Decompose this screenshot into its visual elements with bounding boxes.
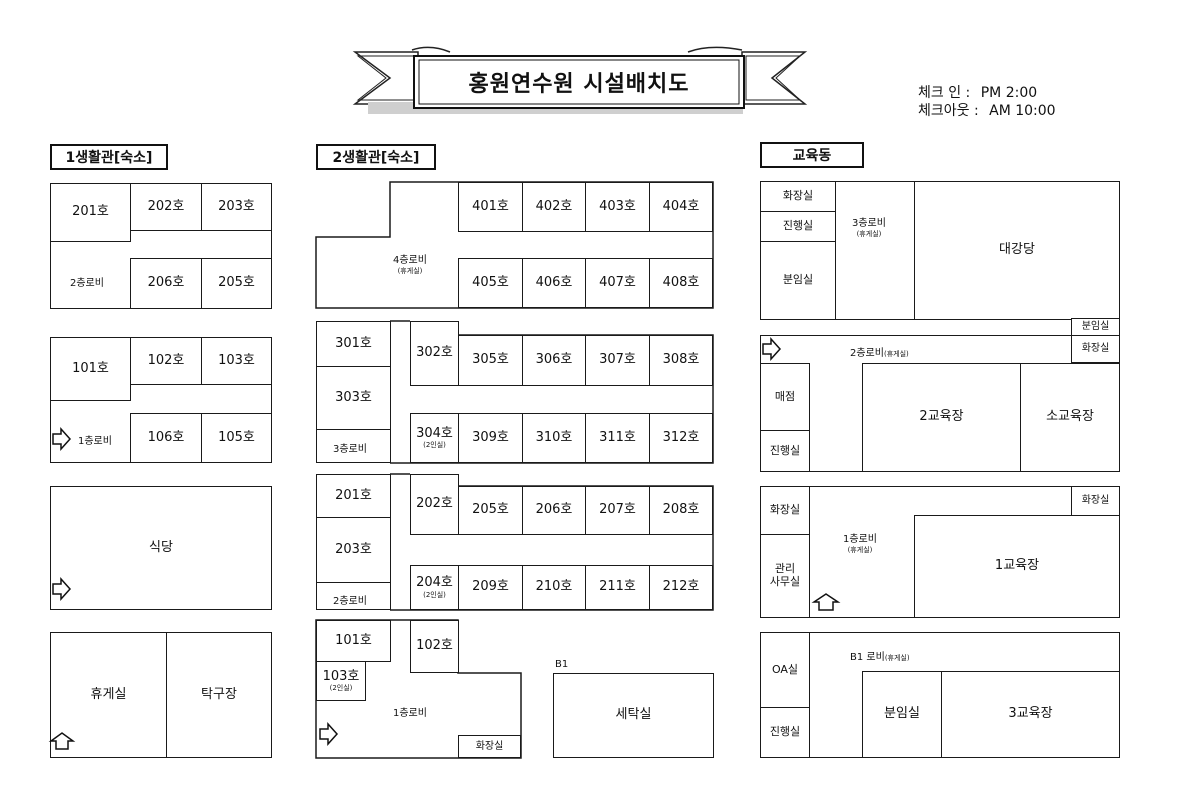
- b2-room-209[interactable]: 209호: [458, 565, 523, 610]
- checkin-info: 체크 인 : PM 2:00 체크아웃 : AM 10:00: [918, 84, 1056, 120]
- b1-billiards[interactable]: 탁구장: [166, 632, 272, 758]
- b2-lobby-4f: 4층로비 (휴게실): [393, 255, 427, 275]
- b2-room-208[interactable]: 208호: [649, 486, 713, 535]
- edu-b1-hall3[interactable]: 3교육장: [941, 671, 1120, 758]
- edu-1f-restroom-right[interactable]: 화장실: [1071, 486, 1120, 516]
- b2-room-312[interactable]: 312호: [649, 413, 713, 463]
- entrance-arrow-icon: [52, 427, 72, 451]
- b1-room-203[interactable]: 203호: [201, 183, 272, 231]
- b2-room-402[interactable]: 402호: [522, 182, 586, 232]
- page-title: 홍원연수원 시설배치도: [468, 72, 690, 97]
- b2-room-103[interactable]: 103호 (2인실): [316, 661, 366, 701]
- b2-room-306[interactable]: 306호: [522, 335, 586, 386]
- b2-room-102[interactable]: 102호: [410, 620, 459, 673]
- b2-room-309[interactable]: 309호: [458, 413, 523, 463]
- edu-2f-store[interactable]: 매점: [760, 363, 810, 431]
- b1-room-206[interactable]: 206호: [130, 258, 202, 309]
- edu-lobby-1f: 1층로비 (휴게실): [843, 534, 877, 554]
- edu-b1-oa-room[interactable]: OA실: [760, 632, 810, 708]
- b1-room-102[interactable]: 102호: [130, 337, 202, 385]
- edu-1f-restroom-left[interactable]: 화장실: [760, 486, 810, 535]
- b2-room-206[interactable]: 206호: [522, 486, 586, 535]
- b1-cafeteria[interactable]: 식당: [50, 486, 272, 610]
- b2-lobby-1f: 1층로비: [393, 708, 427, 719]
- b1-room-101[interactable]: 101호: [50, 337, 131, 401]
- b2-lobby-3f: 3층로비: [333, 444, 367, 455]
- edu-3f-auditorium[interactable]: 대강당: [914, 181, 1120, 320]
- b2-room-308[interactable]: 308호: [649, 335, 713, 386]
- edu-2f-hall2[interactable]: 2교육장: [862, 363, 1021, 472]
- edu-3f-restroom[interactable]: 화장실: [760, 181, 836, 212]
- b1-room-205[interactable]: 205호: [201, 258, 272, 309]
- b1-room-105[interactable]: 105호: [201, 413, 272, 463]
- b1-room-202[interactable]: 202호: [130, 183, 202, 231]
- edu-lobby-b1: B1 로비(휴게실): [850, 652, 910, 663]
- edu-b1-sort-room[interactable]: 분임실: [862, 671, 942, 758]
- b2-lobby-2f: 2층로비: [333, 596, 367, 607]
- b2-room-406[interactable]: 406호: [522, 258, 586, 308]
- building2-title: 2생활관[숙소]: [316, 144, 436, 170]
- b2-room-203[interactable]: 203호: [316, 517, 391, 583]
- edu-2f-staff[interactable]: 진행실: [760, 430, 810, 472]
- b1-room-106[interactable]: 106호: [130, 413, 202, 463]
- b2-room-310[interactable]: 310호: [522, 413, 586, 463]
- b2-room-408[interactable]: 408호: [649, 258, 713, 308]
- b2-room-405[interactable]: 405호: [458, 258, 523, 308]
- entrance-arrow-icon: [319, 722, 339, 746]
- b2-room-401[interactable]: 401호: [458, 182, 523, 232]
- edu-3f-sort-room[interactable]: 분임실: [760, 241, 836, 320]
- entrance-arrow-icon: [762, 337, 782, 361]
- b2-b1-label: B1: [555, 659, 569, 670]
- b1-room-103[interactable]: 103호: [201, 337, 272, 385]
- edu-1f-hall1[interactable]: 1교육장: [914, 515, 1120, 618]
- b2-room-210[interactable]: 210호: [522, 565, 586, 610]
- checkout-time: AM 10:00: [989, 103, 1056, 119]
- b2-room-207[interactable]: 207호: [585, 486, 650, 535]
- entrance-arrow-icon: [52, 577, 72, 601]
- b2-room-307[interactable]: 307호: [585, 335, 650, 386]
- b2-laundry[interactable]: 세탁실: [553, 673, 714, 758]
- b2-room-302[interactable]: 302호: [410, 321, 459, 386]
- b2-room-404[interactable]: 404호: [649, 182, 713, 232]
- b2-room-204[interactable]: 204호 (2인실): [410, 565, 459, 610]
- edu-lobby-3f: 3층로비 (휴게실): [852, 218, 886, 238]
- b2-room-212[interactable]: 212호: [649, 565, 713, 610]
- checkin-label: 체크 인 :: [918, 85, 971, 101]
- checkout-label: 체크아웃 :: [918, 103, 979, 119]
- b1-room-201[interactable]: 201호: [50, 183, 131, 242]
- b2-room-305[interactable]: 305호: [458, 335, 523, 386]
- b2-restroom-1f[interactable]: 화장실: [458, 735, 521, 758]
- education-title: 교육동: [760, 142, 864, 168]
- b2-room-205[interactable]: 205호: [458, 486, 523, 535]
- edu-2f-small-hall[interactable]: 소교육장: [1020, 363, 1120, 472]
- checkin-time: PM 2:00: [980, 85, 1038, 101]
- edu-b1-staff[interactable]: 진행실: [760, 707, 810, 758]
- b2-room-202[interactable]: 202호: [410, 474, 459, 535]
- entrance-arrow-icon: [48, 732, 76, 750]
- building1-title: 1생활관[숙소]: [50, 144, 168, 170]
- entrance-arrow-icon: [811, 593, 841, 611]
- b2-room-311[interactable]: 311호: [585, 413, 650, 463]
- b2-room-101[interactable]: 101호: [316, 620, 391, 662]
- b1-lobby-2f: 2층로비: [70, 278, 104, 289]
- edu-1f-admin-office[interactable]: 관리 사무실: [760, 534, 810, 618]
- b2-room-301[interactable]: 301호: [316, 321, 391, 367]
- b1-lobby-1f: 1층로비: [78, 436, 112, 447]
- b2-room-303[interactable]: 303호: [316, 366, 391, 430]
- edu-2f-restroom[interactable]: 화장실: [1071, 335, 1120, 363]
- b1-lounge[interactable]: 휴게실: [50, 632, 167, 758]
- b2-room-407[interactable]: 407호: [585, 258, 650, 308]
- b2-room-201[interactable]: 201호: [316, 474, 391, 518]
- b2-room-304[interactable]: 304호 (2인실): [410, 413, 459, 463]
- edu-lobby-2f: 2층로비(휴게실): [850, 348, 909, 359]
